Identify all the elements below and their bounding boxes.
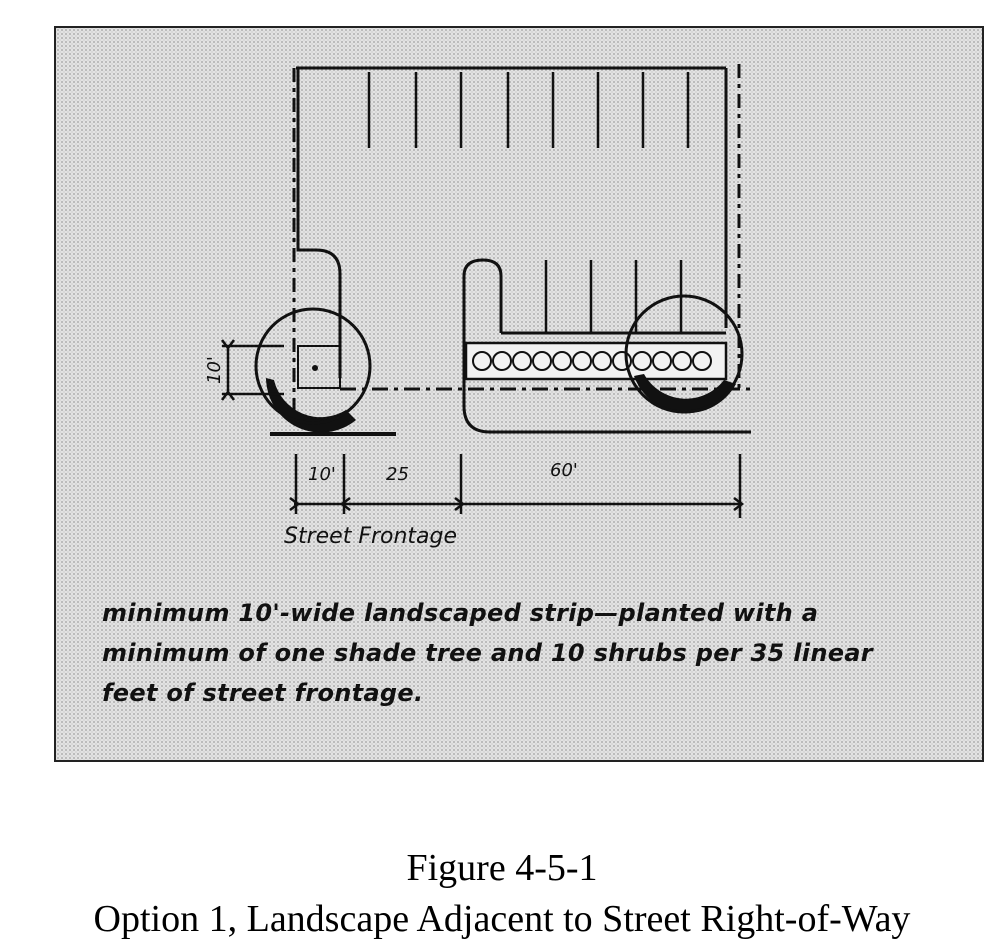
- shrub-row-details: [472, 351, 712, 371]
- figure-title: Option 1, Landscape Adjacent to Street R…: [93, 898, 911, 940]
- note-line-3: feet of street frontage.: [102, 679, 424, 707]
- figure-number: Figure 4-5-1: [406, 847, 598, 889]
- shrub: [692, 351, 712, 371]
- figure-panel: 10' 10' 25 60' Street Frontage minimum 1…: [54, 26, 984, 762]
- shrub: [492, 351, 512, 371]
- dimension-gap-label: 25: [386, 464, 409, 485]
- shrub: [632, 351, 652, 371]
- note-line-2: minimum of one shade tree and 10 shrubs …: [102, 639, 873, 667]
- site-plan-diagram: 10' 10' 25 60' Street Frontage: [204, 64, 751, 549]
- shrub: [532, 351, 552, 371]
- dimension-run-label: 60': [550, 460, 578, 481]
- shrub: [672, 351, 692, 371]
- shade-tree-right: [624, 294, 744, 414]
- shrub: [592, 351, 612, 371]
- shrub: [652, 351, 672, 371]
- dimension-strip-depth-label: 10': [204, 356, 225, 384]
- dimension-strip-width-label: 10': [308, 464, 336, 485]
- landscape-requirement-note: minimum 10'-wide landscaped strip—plante…: [102, 593, 902, 713]
- note-line-1: minimum 10'-wide landscaped strip—plante…: [102, 599, 819, 627]
- shrub: [612, 351, 632, 371]
- dimension-strip-depth: [221, 339, 284, 401]
- shrub-row: [464, 341, 728, 381]
- shrub: [552, 351, 572, 371]
- shade-tree-left: [254, 307, 372, 433]
- street-frontage-label: Street Frontage: [284, 524, 457, 549]
- shrub: [472, 351, 492, 371]
- parking-stalls-top: [367, 72, 690, 148]
- parking-lot-outline-left: [296, 68, 342, 378]
- parking-island-right: [462, 258, 751, 434]
- shrub: [572, 351, 592, 371]
- dimension-frontage: [289, 454, 745, 518]
- shrub: [512, 351, 532, 371]
- parking-stalls-bottom: [544, 260, 683, 333]
